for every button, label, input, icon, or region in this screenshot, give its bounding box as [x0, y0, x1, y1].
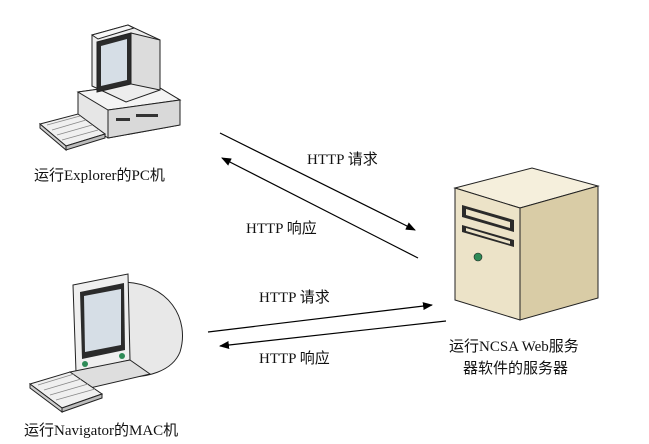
pc-response-arrow: [221, 157, 419, 259]
server-label-line2: 器软件的服务器: [463, 361, 569, 377]
mac-response-arrow: [219, 320, 447, 349]
mac-label: 运行Navigator的MAC机: [24, 423, 179, 439]
pc-label: 运行Explorer的PC机: [34, 168, 165, 184]
mac-request-label: HTTP 请求: [259, 290, 330, 306]
server-label-line1: 运行NCSA Web服务: [449, 339, 579, 355]
mac-request-arrow: [207, 302, 433, 333]
mac-response-label: HTTP 响应: [259, 351, 330, 367]
pc-response-label: HTTP 响应: [246, 221, 317, 237]
server-label: 运行NCSA Web服务 器软件的服务器: [449, 336, 579, 380]
pc-request-label: HTTP 请求: [307, 152, 378, 168]
pc-request-arrow: [219, 132, 416, 231]
